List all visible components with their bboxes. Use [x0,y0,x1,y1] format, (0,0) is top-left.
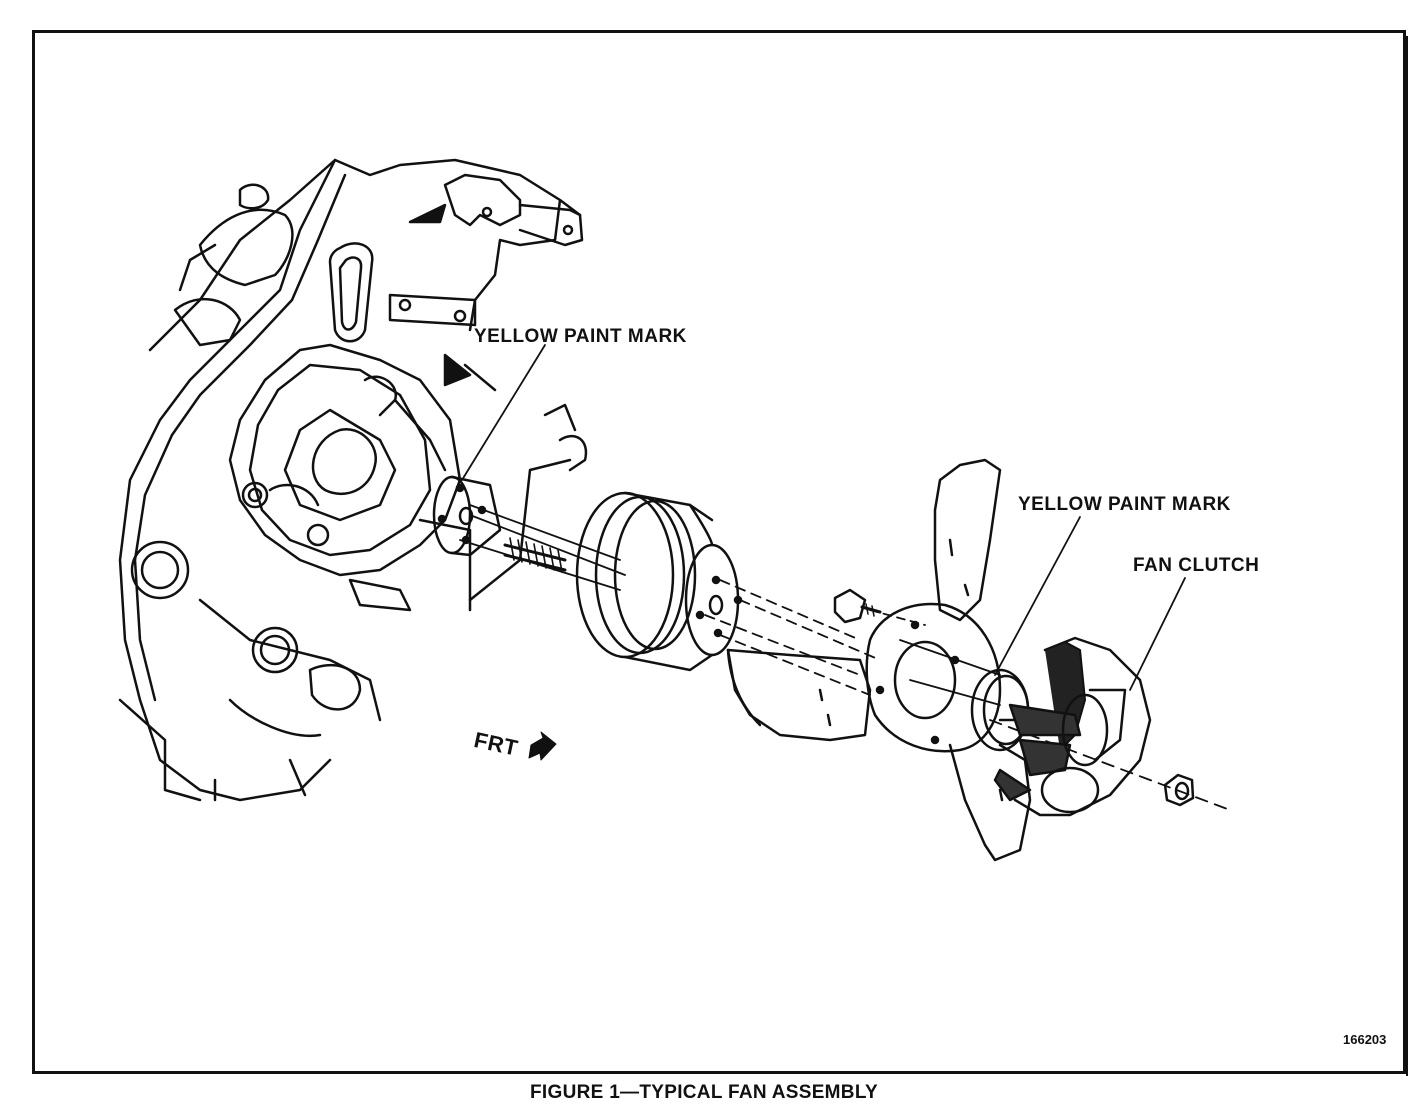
figure-number: 166203 [1343,1032,1387,1047]
water-pump [130,343,588,738]
alignment-lines [459,504,1231,811]
pump-studs [503,537,567,573]
yellow-paint-mark-clutch-label: YELLOW PAINT MARK [1018,494,1231,515]
fan-spacer [726,648,872,742]
fan-clutch [970,636,1152,817]
fan-clutch-label: FAN CLUTCH [1133,555,1260,576]
fan-blade [833,458,1032,862]
frt-arrow-icon [528,731,557,761]
fan-bolt [833,588,882,624]
figure-caption: FIGURE 1—TYPICAL FAN ASSEMBLY [530,1082,878,1103]
frame-shadow-right [1406,36,1408,1076]
pulley [575,491,743,672]
yellow-paint-mark-pump-label: YELLOW PAINT MARK [474,326,687,347]
frame-shadow-bottom [46,1071,1406,1073]
engine-front-cover [118,158,584,802]
fan-nut [1163,773,1195,807]
leader-lines [461,344,1186,691]
